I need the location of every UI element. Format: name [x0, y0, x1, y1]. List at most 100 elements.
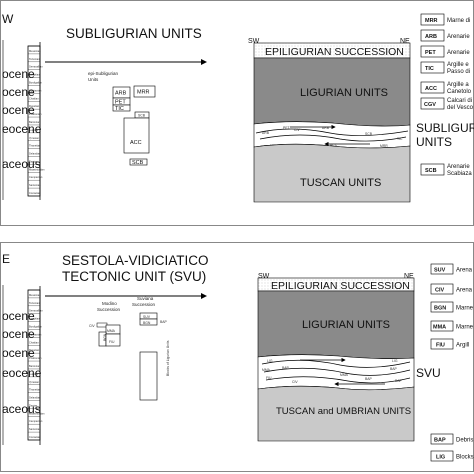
epiligurian-label: EPILIGURIAN SUCCESSION	[271, 280, 410, 292]
stage-label: Danian	[29, 159, 38, 163]
section-label: BAP	[365, 377, 373, 381]
stage-label: Thanetian	[29, 144, 41, 148]
tuscan-umbrian-layer	[257, 385, 415, 442]
stage-label: Priabonian	[29, 356, 42, 360]
section-ne-label: NE	[400, 38, 410, 45]
stage-label: Rupelian	[29, 104, 40, 108]
stage-label: Messinian	[29, 49, 41, 53]
epoch-label: ocene	[2, 67, 35, 81]
stage-label: Selandian	[29, 396, 41, 400]
ligurian-label: LIGURIAN UNITS	[302, 319, 390, 331]
section-label: ARB	[262, 131, 270, 135]
stage-label: Burdigalian	[29, 325, 43, 329]
stage-label: Priabonian	[29, 112, 42, 116]
section-ne-label: NE	[404, 273, 414, 280]
legend-abbr: SCB	[425, 168, 437, 174]
stage-label: Danian	[29, 403, 38, 407]
stage-label: Ypresian	[29, 136, 40, 140]
legend-text: del Vesco	[447, 105, 474, 111]
panel-a-strat-column: MessinianTortonianSerravallianLanghianBu…	[2, 40, 45, 200]
panel-b-cross-section: SW NE EPILIGURIAN SUCCESSION LIGURIAN UN…	[257, 273, 441, 442]
suviana-label: Succession	[132, 302, 156, 307]
legend-text: Argille e	[447, 62, 469, 68]
legend-abbr: SUV	[434, 268, 446, 274]
panel-a-corner-letter: W	[2, 12, 14, 26]
epi-subligurian-label: epi-Subligurian	[88, 71, 119, 76]
stage-label: Campanian	[29, 175, 43, 179]
panel-a-title: SUBLIGURIAN UNITS	[66, 26, 202, 41]
section-label: BAP	[390, 367, 398, 371]
legend-abbr: FIU	[436, 343, 445, 349]
stage-label: Langhian	[29, 73, 40, 77]
legend-text: Arena	[456, 288, 473, 294]
section-label: ARB	[322, 126, 330, 130]
unit-bgn-label: BGN	[103, 333, 107, 341]
stage-label: Messinian	[29, 293, 41, 297]
stage-label: Coniacian	[29, 435, 41, 439]
section-label: PET	[283, 126, 290, 130]
panel-a-legend: MRR Marne di ARB Arenarie PET Arenarie T…	[420, 13, 474, 177]
ligurian-blocks-label: Blocks of Ligurian Units	[166, 340, 170, 376]
epoch-label: ocene	[2, 85, 35, 99]
unit-mma-label: MMA	[107, 329, 116, 333]
legend-text: Passo di	[447, 69, 470, 75]
stage-label: Chattian	[29, 96, 39, 100]
panel-a: W SUBLIGURIAN UNITS MessinianTortonianSe…	[0, 0, 474, 226]
stage-label: Selandian	[29, 152, 41, 156]
stage-label: Campanian	[29, 419, 43, 423]
stage-label: Serravallian	[29, 309, 43, 313]
panel-b-title: TECTONIC UNIT (SVU)	[62, 269, 206, 284]
legend-text: Marne	[456, 306, 474, 312]
section-label: ACC	[330, 143, 338, 147]
epoch-label: aceous	[2, 157, 41, 171]
section-label: FIU	[266, 376, 272, 380]
epoch-label: eocene	[2, 122, 42, 136]
stage-label: Santonian	[29, 427, 41, 431]
stage-label: Aquitanian	[29, 88, 42, 92]
section-label: MMA	[340, 373, 349, 377]
section-sw-label: SW	[248, 38, 260, 45]
legend-text: Arenarie	[447, 34, 470, 40]
panel-a-epochs: ocene ocene ocene eocene aceous	[2, 67, 42, 171]
stage-label: Coniacian	[29, 191, 41, 195]
section-label: MRR	[380, 144, 388, 148]
legend-abbr: ARB	[425, 34, 437, 40]
panel-b: E SESTOLA-VIDICIATICO TECTONIC UNIT (SVU…	[0, 242, 474, 472]
svu-side-label: SVU	[416, 366, 441, 380]
panel-b-legend: SUV Arena CIV Arena BGN Marne MMA Marne …	[430, 263, 474, 462]
stage-label: Lutetian	[29, 372, 39, 376]
stage-label: Serravallian	[29, 65, 43, 69]
legend-text: Marne di	[447, 18, 470, 24]
section-label: MMA	[262, 368, 271, 372]
epoch-label: ocene	[2, 327, 35, 341]
legend-abbr: CGV	[424, 102, 436, 108]
epoch-label: ocene	[2, 346, 35, 360]
stage-label: Langhian	[29, 317, 40, 321]
unit-bap-label: BAP	[160, 320, 168, 324]
stage-label: Chattian	[29, 340, 39, 344]
section-label: CIV	[294, 128, 300, 132]
section-label: BAP	[282, 366, 290, 370]
section-label: CIV	[292, 380, 298, 384]
legend-text: Arena	[456, 268, 473, 274]
stage-label: Maastrichtian	[29, 167, 45, 171]
epoch-label: ocene	[2, 309, 35, 323]
stage-label: Bartonian	[29, 120, 41, 124]
epi-subligurian-label: Units	[88, 77, 99, 82]
legend-text: Calcari di	[447, 98, 472, 104]
unit-acc-label: ACC	[130, 140, 142, 146]
unit-scb-label: SCB	[132, 160, 144, 166]
stage-label: Thanetian	[29, 388, 41, 392]
unit-mrr-label: MRR	[137, 90, 150, 96]
epoch-label: aceous	[2, 402, 41, 416]
stage-label: Bartonian	[29, 364, 41, 368]
stage-label: Maastrichtian	[29, 411, 45, 415]
section-label: LIG	[267, 359, 273, 363]
stage-label: Burdigalian	[29, 81, 43, 85]
subligurian-side-label: UNITS	[416, 135, 452, 149]
legend-text: Argille a	[447, 82, 469, 88]
legend-text: Canetolo	[447, 89, 472, 95]
legend-text: Marne	[456, 325, 474, 331]
ligurian-label: LIGURIAN UNITS	[300, 87, 388, 99]
